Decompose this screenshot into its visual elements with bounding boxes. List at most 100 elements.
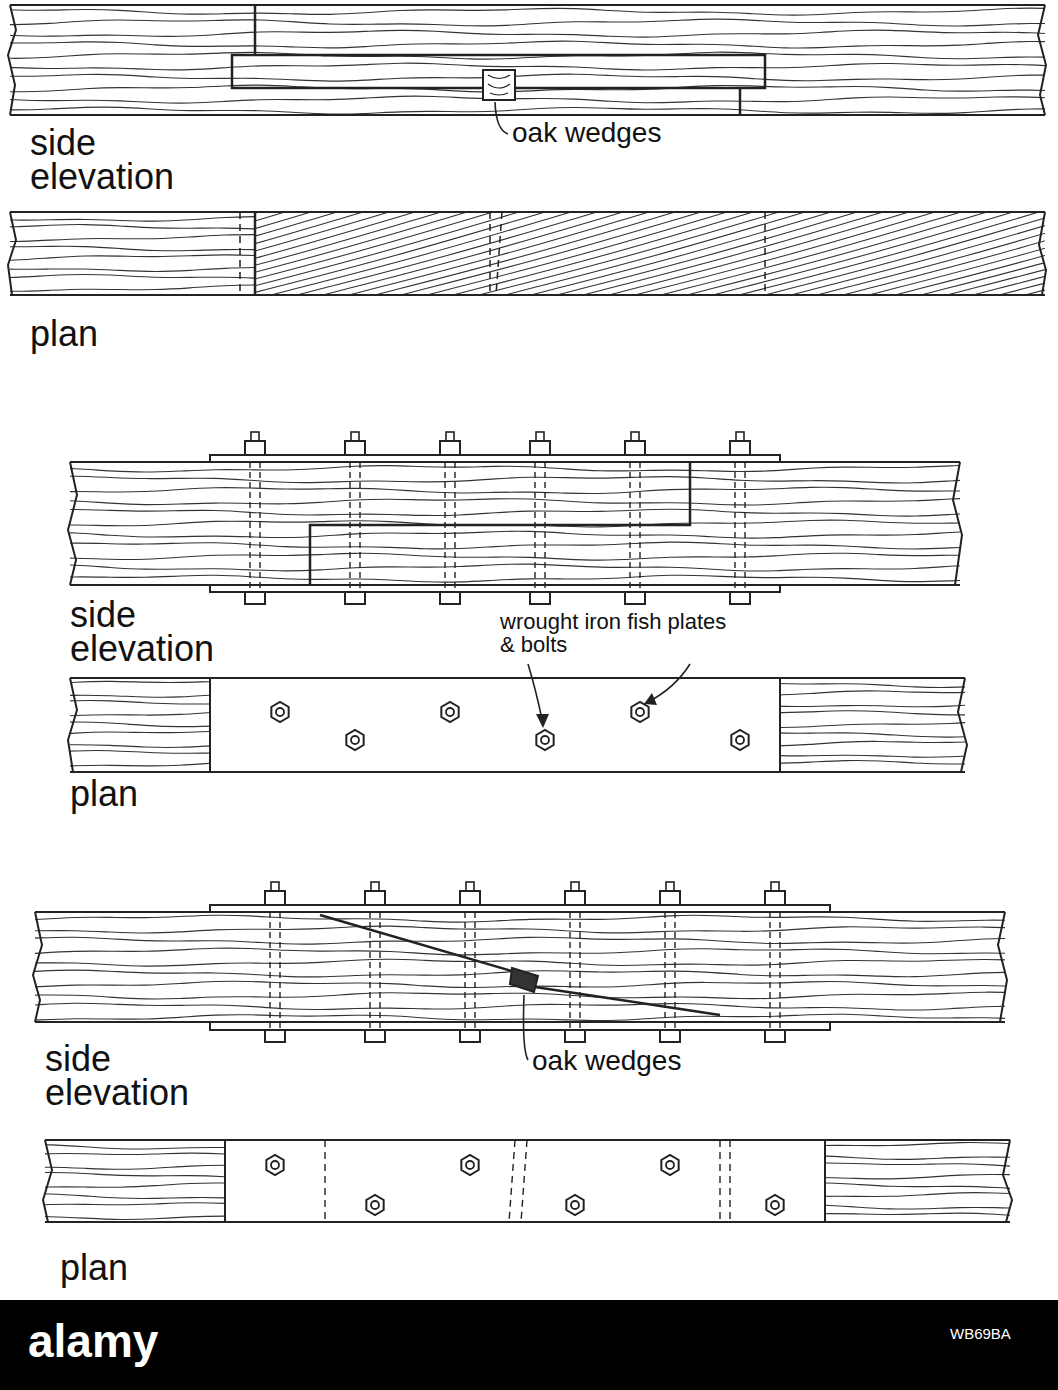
nut <box>766 1195 783 1215</box>
grain-line <box>10 74 1045 81</box>
bolt-head <box>565 1030 585 1042</box>
bolt-plan <box>631 702 648 722</box>
bolt-shank <box>535 462 545 592</box>
bolt-head <box>730 592 750 604</box>
joint-line <box>254 212 257 295</box>
grain-line <box>817 212 1045 295</box>
grain-line <box>70 476 960 483</box>
bolt-plan <box>266 1155 283 1175</box>
bolt-shank <box>570 912 580 1030</box>
broken-end <box>8 5 1046 115</box>
watermark-band <box>0 1300 1058 1390</box>
bolt-plan <box>441 702 458 722</box>
bolt-end <box>446 432 454 441</box>
fish-plate <box>210 585 780 592</box>
beam-edge <box>10 5 1045 115</box>
grain-line <box>10 41 1045 48</box>
bolt-end <box>271 1161 279 1169</box>
bolt-head <box>460 1030 480 1042</box>
bolt-end <box>466 882 474 891</box>
wood-grain <box>70 465 960 582</box>
bolt-shank <box>445 462 455 592</box>
scarf-joint-line <box>232 5 765 115</box>
hidden-line <box>719 1140 720 1222</box>
beam-edge <box>35 912 1005 1022</box>
grain-line <box>70 498 960 505</box>
callout-label: oak wedges <box>532 1046 681 1077</box>
view-title: side elevation <box>30 126 230 194</box>
bolt-end <box>636 708 644 716</box>
bolt-end <box>771 1201 779 1209</box>
bolt <box>460 882 480 1042</box>
nut <box>660 891 680 905</box>
nut <box>730 441 750 455</box>
hidden-line <box>509 1140 515 1222</box>
bolt <box>265 882 285 1042</box>
nut <box>461 1155 478 1175</box>
bolt-end <box>351 432 359 441</box>
bolt <box>765 882 785 1042</box>
arrowhead <box>536 714 549 728</box>
bolt-plan <box>271 702 288 722</box>
hidden-line <box>324 1140 325 1222</box>
nut <box>460 891 480 905</box>
bolt-head <box>440 592 460 604</box>
grain-line <box>255 212 311 295</box>
bolt <box>440 432 460 604</box>
grain-line <box>70 465 960 472</box>
view-title: plan <box>70 776 138 812</box>
grain-line <box>973 212 1045 295</box>
grain-line <box>10 255 255 261</box>
broken-end <box>68 462 962 585</box>
bolt <box>530 432 550 604</box>
grain-line <box>10 19 1045 26</box>
bolt-head <box>365 1030 385 1042</box>
grain-line <box>70 531 960 538</box>
bolt-end <box>771 882 779 891</box>
bolt-plan <box>366 1195 383 1215</box>
grain-line <box>10 8 1045 15</box>
bolt-shank <box>465 912 475 1030</box>
grain-line <box>35 1003 1005 1010</box>
nut <box>441 702 458 722</box>
grain-line <box>10 63 1045 70</box>
arrowhead <box>644 693 657 705</box>
bolt-shank <box>370 912 380 1030</box>
bolt <box>365 882 385 1042</box>
grain-line <box>10 107 1045 114</box>
grain-line <box>255 212 415 295</box>
fish-plate <box>210 678 780 772</box>
grain-line <box>70 575 960 582</box>
fish-plate <box>225 1140 825 1222</box>
watermark: alamy <box>28 1318 158 1364</box>
nut <box>271 702 288 722</box>
nut <box>366 1195 383 1215</box>
tabled-joint-line <box>310 462 690 585</box>
view-title: plan <box>60 1250 128 1286</box>
bolt-plan <box>661 1155 678 1175</box>
grain-line <box>35 1014 1005 1021</box>
grain-line <box>35 926 1005 933</box>
bolt-end <box>571 882 579 891</box>
nut <box>266 1155 283 1175</box>
fish-plate <box>210 1022 830 1030</box>
view-title: side elevation <box>45 1042 245 1110</box>
arrowheads <box>536 693 657 728</box>
broken-end <box>8 212 1046 295</box>
hidden-line <box>521 1140 527 1222</box>
grain-line <box>70 509 960 516</box>
wood-grain <box>35 915 1005 1021</box>
broken-end <box>33 912 1007 1022</box>
leader-line <box>524 995 529 1060</box>
bolt <box>345 432 365 604</box>
fish-plates <box>210 455 830 1222</box>
bolt-head <box>765 1030 785 1042</box>
grain-line <box>10 246 255 251</box>
grain-line <box>10 235 255 242</box>
grain-line <box>255 212 259 295</box>
grain-line <box>35 948 1005 955</box>
leader-arrow <box>648 664 690 702</box>
grain-line <box>255 212 441 295</box>
bolt-plan <box>566 1195 583 1215</box>
